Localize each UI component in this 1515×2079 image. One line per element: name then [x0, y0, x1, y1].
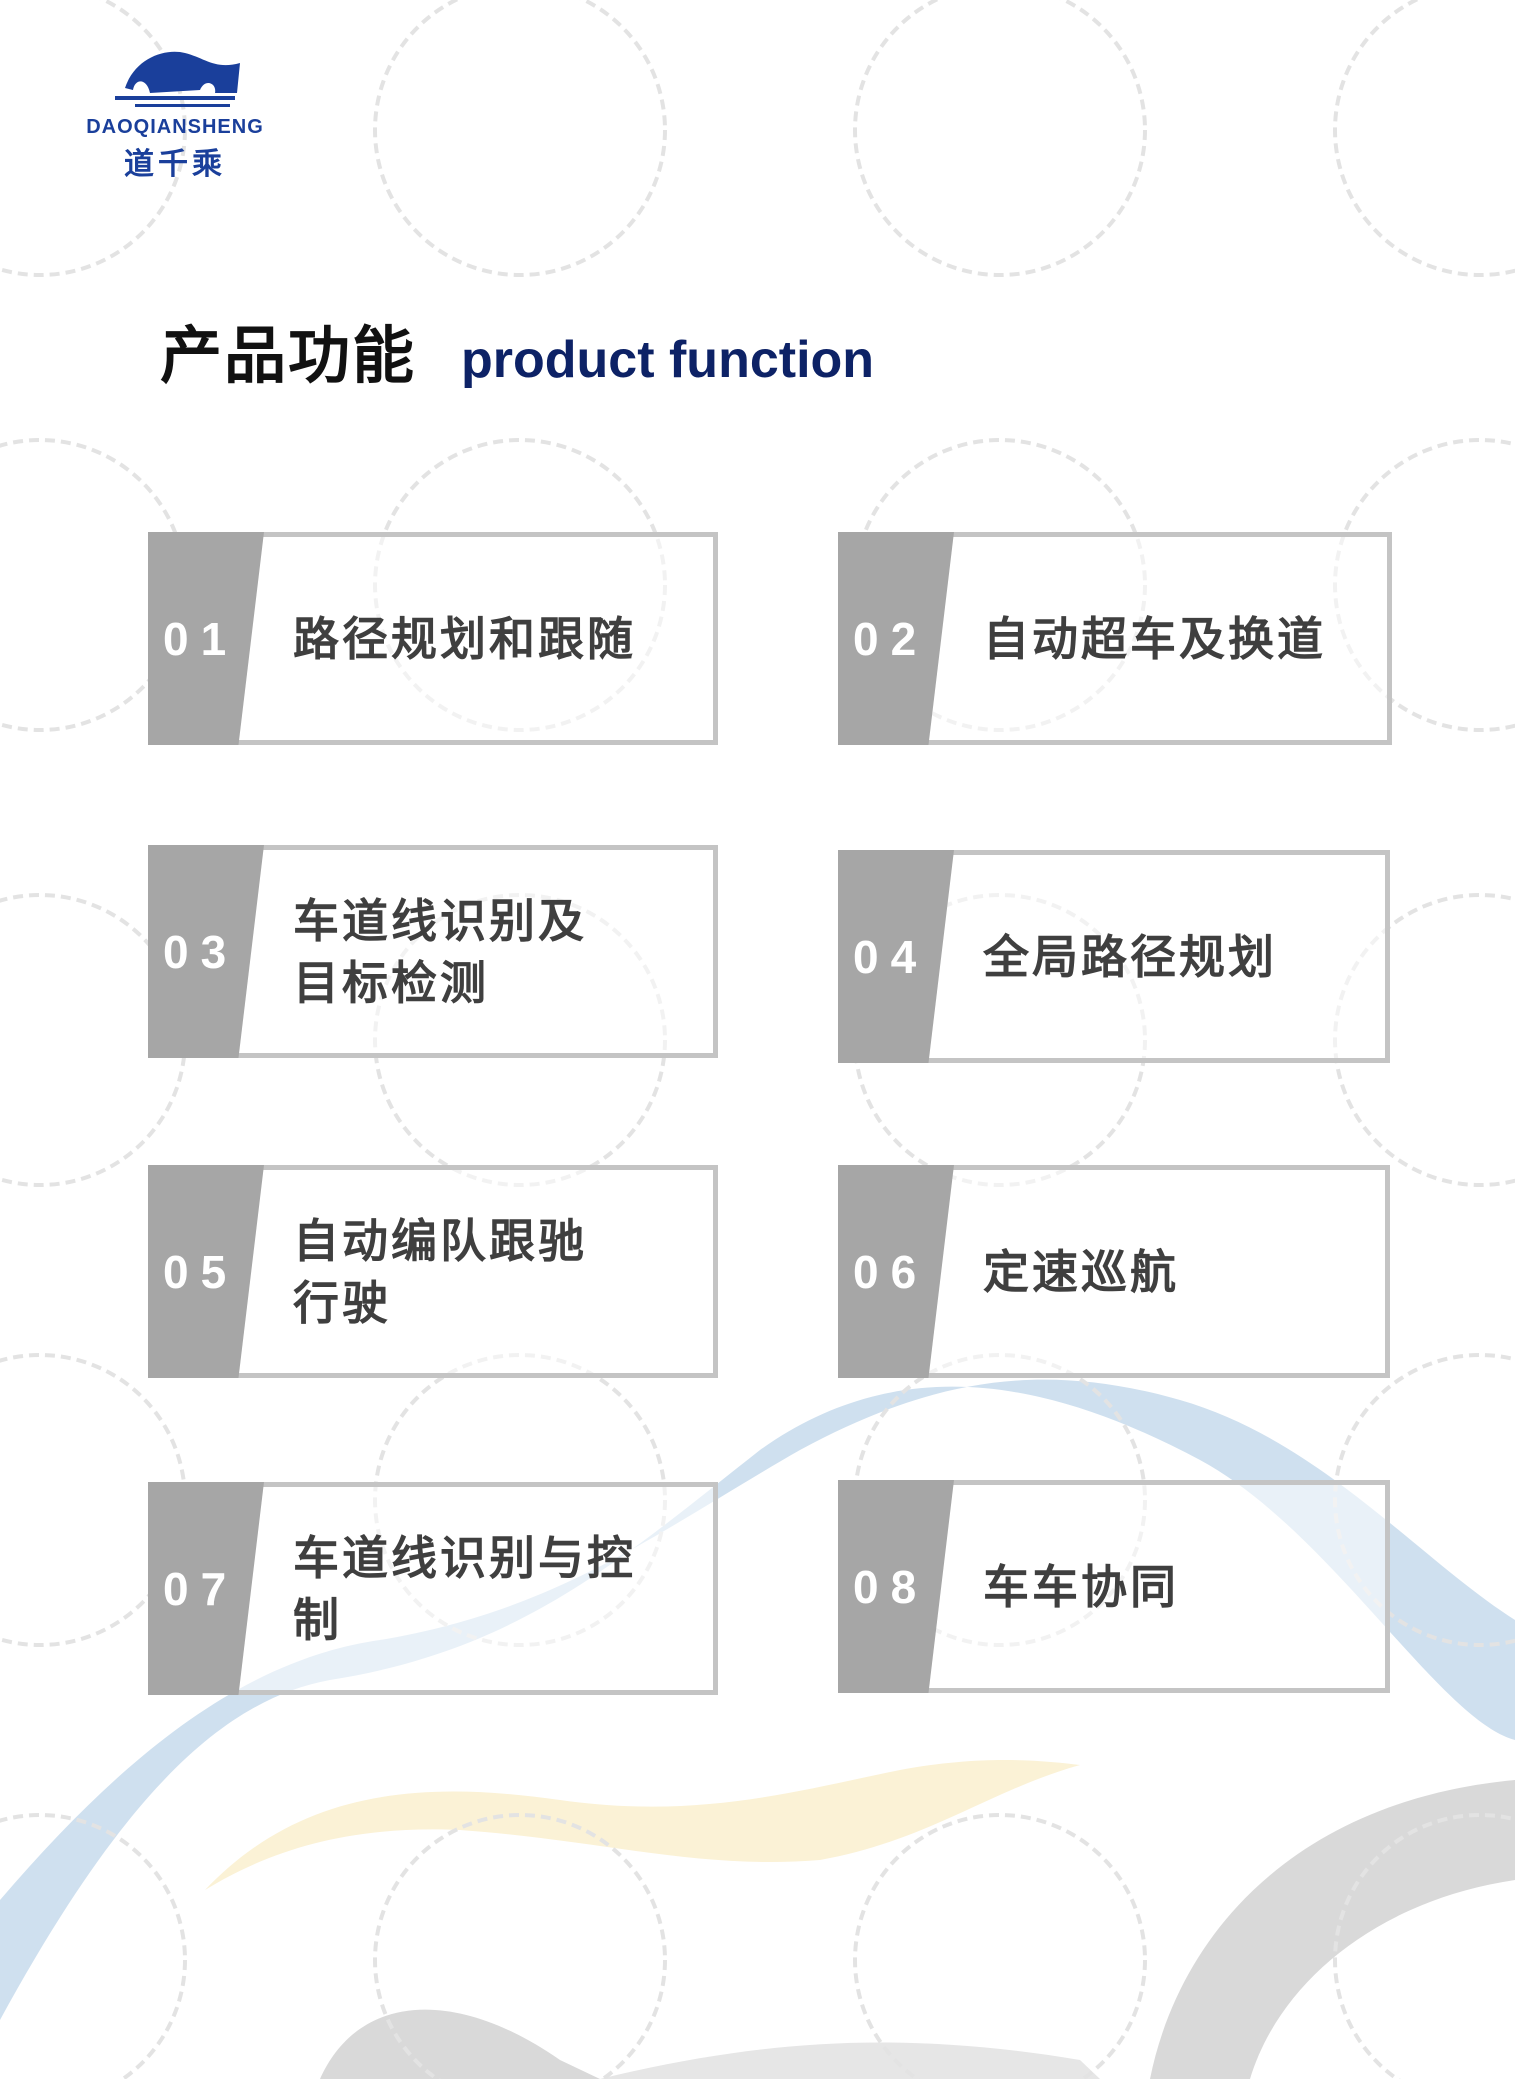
gray-wave [320, 1780, 1515, 2079]
label-line: 全局路径规划 [983, 929, 1277, 984]
title-cn: 产品功能 [160, 319, 417, 392]
feature-card-05: 05 自动编队跟驰行驶 [148, 1165, 718, 1378]
label-line: 车车协同 [983, 1559, 1179, 1614]
feature-label: 全局路径规划 [983, 855, 1365, 1058]
feature-label: 自动超车及换道 [983, 537, 1367, 740]
feature-number: 05 [163, 1245, 239, 1298]
feature-number: 03 [163, 925, 239, 978]
logo-text-en: DAOQIANSHENG [86, 116, 264, 138]
label-line: 制 [293, 1592, 342, 1647]
feature-label: 车道线识别及目标检测 [293, 850, 693, 1053]
label-line: 定速巡航 [983, 1244, 1179, 1299]
yellow-wave [205, 1760, 1080, 1890]
label-line: 车道线识别及 [293, 893, 587, 948]
page-title: 产品功能 product function [160, 305, 874, 395]
label-line: 自动超车及换道 [983, 611, 1326, 666]
feature-label: 车车协同 [983, 1485, 1365, 1688]
feature-card-03: 03 车道线识别及目标检测 [148, 845, 718, 1058]
title-en: product function [461, 331, 875, 389]
feature-number: 07 [163, 1562, 239, 1615]
feature-label: 自动编队跟驰行驶 [293, 1170, 693, 1373]
label-line: 车道线识别与控 [293, 1530, 636, 1585]
feature-card-07: 07 车道线识别与控制 [148, 1482, 718, 1695]
feature-label: 定速巡航 [983, 1170, 1365, 1373]
feature-number: 06 [853, 1245, 929, 1298]
label-line: 自动编队跟驰 [293, 1213, 587, 1268]
logo-text-cn: 道千乘 [124, 147, 226, 182]
feature-label: 车道线识别与控制 [293, 1487, 693, 1690]
feature-number: 02 [853, 612, 929, 665]
feature-number: 04 [853, 930, 929, 983]
feature-card-08: 08 车车协同 [838, 1480, 1390, 1693]
feature-card-04: 04 全局路径规划 [838, 850, 1390, 1063]
feature-number: 01 [163, 612, 239, 665]
label-line: 行驶 [293, 1275, 391, 1330]
company-logo: DAOQIANSHENG 道千乘 [70, 48, 280, 183]
label-line: 目标检测 [293, 955, 489, 1010]
feature-card-01: 01 路径规划和跟随 [148, 532, 718, 745]
label-line: 路径规划和跟随 [293, 611, 636, 666]
feature-card-02: 02 自动超车及换道 [838, 532, 1392, 745]
feature-label: 路径规划和跟随 [293, 537, 693, 740]
car-logo-icon [115, 51, 240, 107]
feature-card-06: 06 定速巡航 [838, 1165, 1390, 1378]
feature-number: 08 [853, 1560, 929, 1613]
